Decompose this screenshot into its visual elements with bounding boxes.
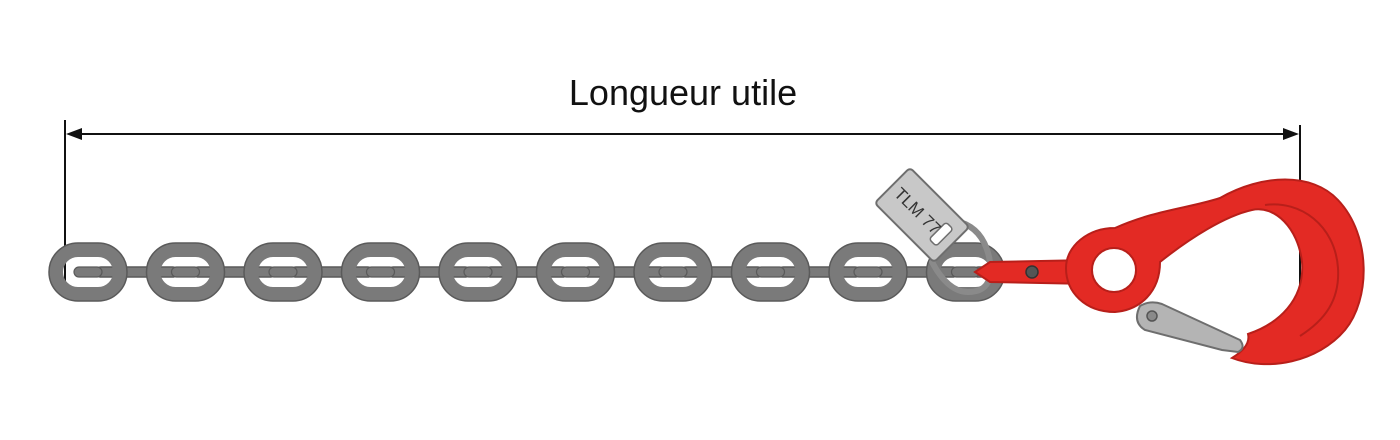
- dimension-annotation: Longueur utile: [64, 72, 1301, 290]
- hook-body: [1064, 178, 1365, 366]
- chain-link-outline: [438, 242, 518, 302]
- chain-side-link: [777, 266, 861, 278]
- chain-link-through: [170, 266, 201, 278]
- chain-link: [244, 243, 322, 301]
- chain-side-link: [387, 266, 471, 278]
- chain-link-outline: [535, 242, 616, 302]
- chain-link: [731, 243, 810, 301]
- chain-link-outline: [828, 242, 908, 302]
- chain-side-link: [875, 266, 959, 278]
- chain-link: [536, 243, 615, 301]
- dimension-label: Longueur utile: [569, 72, 797, 113]
- chain-link-through: [73, 266, 103, 278]
- chain-link: [146, 243, 225, 301]
- chain-link: [829, 243, 907, 301]
- chain-side-link: [290, 266, 374, 278]
- eye-hook-icon: [1064, 178, 1365, 366]
- chain-side-link: [680, 266, 764, 278]
- chain-link: [634, 243, 712, 301]
- chain-link-through: [853, 266, 883, 278]
- dimension-arrow-right: [1283, 128, 1299, 140]
- chain-side-link: [95, 266, 179, 278]
- chain-link-through: [560, 266, 591, 278]
- hook-inner-highlight: [1264, 203, 1340, 337]
- chain: [48, 242, 1056, 302]
- chain-side-link: [192, 266, 276, 278]
- chain-link-outline: [730, 242, 811, 302]
- chain-link-through: [658, 266, 688, 278]
- chain-link: [341, 243, 420, 301]
- tag-slot: [929, 222, 953, 246]
- chain-link-outline: [48, 242, 128, 302]
- chain-link-through: [463, 266, 493, 278]
- chain-link-through: [268, 266, 298, 278]
- hook-eye: [1091, 247, 1137, 293]
- chain-side-link: [485, 266, 569, 278]
- connector-pin: [1025, 265, 1039, 279]
- latch-pin: [1146, 310, 1158, 322]
- chain-link: [439, 243, 517, 301]
- chain-side-link: [582, 266, 666, 278]
- safety-latch-icon: [1135, 301, 1244, 354]
- chain-link-through: [365, 266, 396, 278]
- chain-link-outline: [633, 242, 713, 302]
- chain-link: [49, 243, 127, 301]
- chain-link-outline: [243, 242, 323, 302]
- chain-link-outline: [145, 242, 226, 302]
- tag-ring: [929, 219, 994, 295]
- dimension-arrow-left: [66, 128, 82, 140]
- id-tag-icon: TLM 77: [875, 168, 994, 295]
- chain-link-through: [755, 266, 786, 278]
- chain-link-outline: [340, 242, 421, 302]
